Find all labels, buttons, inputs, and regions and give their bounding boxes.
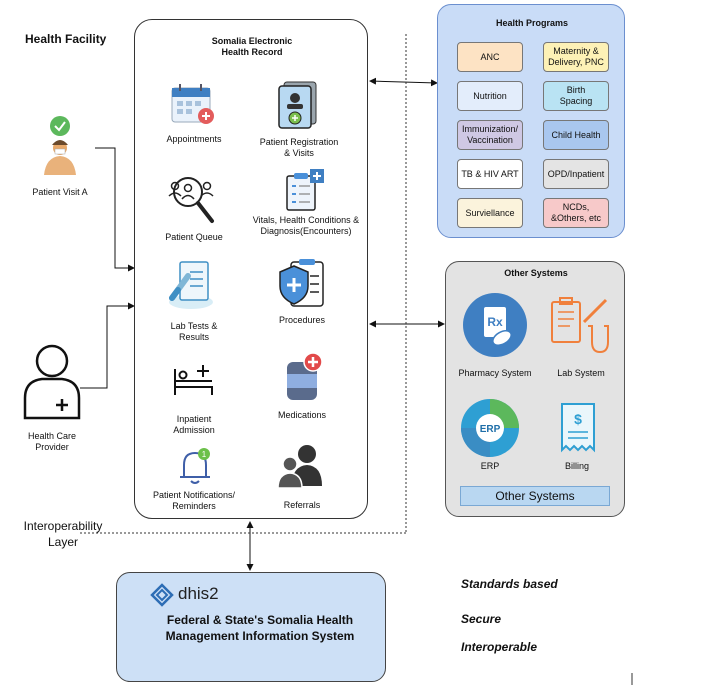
program-item: OPD/Inpatient (543, 159, 609, 189)
ehr-box: Somalia Electronic Health Record (134, 19, 368, 519)
svg-text:1: 1 (202, 450, 207, 459)
programs-title: Health Programs (495, 18, 569, 28)
system-erp: ERP (480, 461, 500, 471)
program-item: Immunization/ Vaccination (457, 120, 523, 150)
module-registration: Patient Registration & Visits (259, 137, 339, 158)
lab-test-icon (169, 261, 213, 309)
ehr-programs-arrow (369, 77, 438, 87)
provider-icon (23, 344, 81, 420)
provider-arrow (80, 302, 135, 389)
provider-label: Health Care Provider (27, 431, 77, 452)
program-item: NCDs, &Others, etc (543, 198, 609, 228)
queue-search-icon (168, 177, 214, 223)
patient-arrow (95, 147, 135, 272)
module-vitals: Vitals, Health Conditions & Diagnosis(En… (252, 215, 360, 236)
patient-visit-label: Patient Visit A (32, 187, 88, 197)
system-lab: Lab System (557, 368, 605, 378)
bed-icon (174, 365, 213, 395)
health-facility-label: Health Facility (25, 32, 107, 46)
module-queue: Patient Queue (165, 232, 223, 242)
pharmacy-icon: Rx (463, 293, 527, 357)
dhis2-logo-text: dhis2 (178, 584, 219, 603)
referral-people-icon (277, 445, 322, 488)
patient-icon (44, 116, 76, 175)
program-item: Birth Spacing (543, 81, 609, 111)
interop-label: Interoperability Layer (23, 519, 103, 549)
erp-icon: ERP (461, 399, 519, 457)
calendar-icon (171, 84, 214, 124)
module-referrals: Referrals (283, 500, 321, 510)
module-appointments: Appointments (166, 134, 222, 144)
other-title: Other Systems (504, 268, 568, 278)
program-item: Child Health (543, 120, 609, 150)
module-inpatient: Inpatient Admission (173, 414, 215, 435)
svg-text:$: $ (574, 411, 582, 427)
program-item: ANC (457, 42, 523, 72)
billing-icon: $ (561, 403, 595, 453)
feature-standards: Standards based (461, 577, 558, 591)
other-systems-footer: Other Systems (460, 486, 610, 506)
module-medications: Medications (277, 410, 327, 420)
clipboard-plus-icon (286, 169, 324, 211)
bell-icon: 1 (180, 448, 210, 484)
program-item: Surviellance (457, 198, 523, 228)
system-pharmacy: Pharmacy System (458, 368, 532, 378)
module-procedures: Procedures (278, 315, 326, 325)
dhis2-logo-icon (150, 583, 174, 607)
medication-icon (287, 352, 323, 400)
registration-icon (278, 81, 317, 129)
lab-system-icon (551, 297, 609, 354)
program-item: Maternity & Delivery, PNC (543, 42, 609, 72)
shield-clipboard-icon (279, 259, 324, 307)
svg-text:Rx: Rx (487, 315, 503, 329)
program-item: Nutrition (457, 81, 523, 111)
program-item: TB & HIV ART (457, 159, 523, 189)
feature-secure: Secure (461, 612, 502, 626)
module-notifications: Patient Notifications/ Reminders (152, 490, 236, 511)
ehr-title: Somalia Electronic Health Record (211, 36, 293, 57)
dhis2-title: Federal & State's Somalia Health Managem… (165, 613, 355, 643)
svg-text:ERP: ERP (480, 424, 501, 435)
system-billing: Billing (564, 461, 589, 471)
module-lab: Lab Tests & Results (170, 321, 218, 342)
feature-interoperable: Interoperable (461, 640, 538, 654)
